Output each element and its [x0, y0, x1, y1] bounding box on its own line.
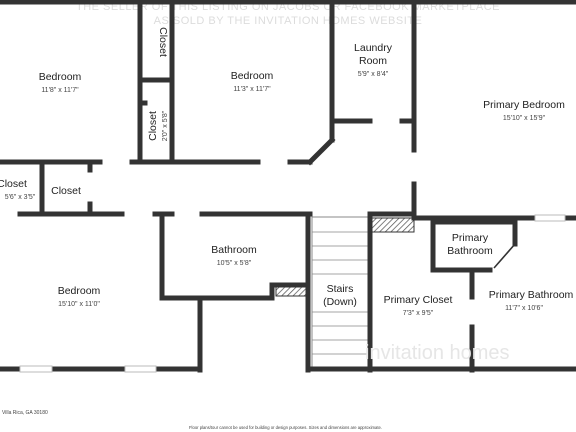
address-text: Villa Rica, GA 30180 — [2, 410, 48, 416]
laundry-counter — [371, 217, 415, 233]
room-name: (Down) — [323, 296, 357, 308]
room-name: Bedroom — [39, 71, 82, 83]
room-name: Bathroom — [447, 245, 493, 257]
room-name: Room — [359, 55, 387, 67]
room-size: 11'7" x 10'6" — [505, 305, 543, 312]
room-name: Bedroom — [231, 70, 274, 82]
room-name: Closet — [157, 27, 169, 57]
room-name: Primary Bathroom — [489, 289, 574, 301]
room-size: 2'0" x 5'8" — [162, 110, 169, 141]
room-name: Primary — [452, 232, 489, 244]
bathroom-counter — [275, 286, 308, 297]
room-size: 11'8" x 11'7" — [41, 87, 79, 94]
room-name: Laundry — [354, 42, 393, 54]
room-name: Closet — [147, 111, 159, 141]
room-name: Stairs — [327, 283, 354, 295]
room-size: 5'6" x 3'5" — [5, 194, 36, 201]
room-size: 15'10" x 11'0" — [58, 301, 100, 308]
disclaimer-text: Floor plans/tour cannot be used for buil… — [189, 425, 382, 430]
brand-watermark: invitation homes — [365, 342, 510, 364]
stairs-label-bg — [316, 280, 364, 310]
windows — [19, 214, 566, 373]
room-labels: Bedroom 11'8" x 11'7" Bedroom 11'3" x 11… — [0, 27, 574, 317]
room-size: 10'5" x 5'8" — [217, 260, 252, 267]
room-size: 5'9" x 8'4" — [358, 71, 389, 78]
watermark-line-2: AS SOLD BY THE INVITATION HOMES WEBSITE — [153, 15, 423, 27]
room-size: 15'10" x 15'9" — [503, 115, 546, 122]
room-name: Primary Bedroom — [483, 99, 565, 111]
room-name: Closet — [0, 178, 27, 190]
room-size: 11'3" x 11'7" — [233, 86, 271, 93]
room-name: Bathroom — [211, 244, 257, 256]
room-size: 7'3" x 9'5" — [403, 310, 434, 317]
room-name: Primary Closet — [384, 294, 453, 306]
room-name: Bedroom — [58, 285, 101, 297]
walls — [0, 0, 576, 373]
room-name: Closet — [51, 185, 81, 197]
